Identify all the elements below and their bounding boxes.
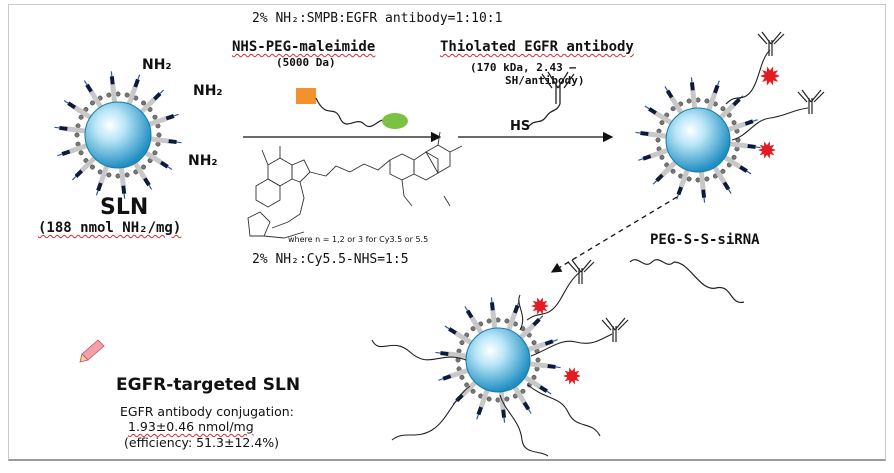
peg-ss-sirna-label: PEG-S-S-siRNA — [650, 232, 760, 248]
peg-molecular-weight: (5000 Da) — [276, 56, 336, 69]
nh2-label-right: NH₂ — [193, 83, 223, 99]
top-ratio-label: 2% NH₂:SMPB:EGFR antibody=1:10:1 — [252, 11, 503, 26]
antibody-detail-line1: (170 kDa, 2.43 – — [470, 61, 576, 74]
nhs-block-icon — [296, 88, 316, 104]
cy55-structure-icon — [247, 131, 463, 239]
conjugation-line1: EGFR antibody conjugation: — [120, 404, 294, 419]
sln-title: SLN — [100, 195, 149, 220]
nh2-label-bottom: NH₂ — [188, 153, 218, 169]
conjugation-line2: 1.93±0.46 nmol/mg — [128, 419, 254, 434]
cy-where-note: where n = 1,2 or 3 for Cy3.5 or 5.5 — [288, 235, 429, 244]
targeted-particle — [371, 259, 629, 457]
nhs-peg-maleimide-label: NHS-PEG-maleimide — [232, 39, 376, 55]
sln-particle — [54, 71, 182, 199]
nh2-label-top: NH₂ — [142, 57, 172, 73]
dashed-arrow — [550, 196, 678, 273]
peg-ss-sirna-icon — [629, 259, 745, 303]
diagram-frame — [8, 4, 886, 461]
functionalized-particle — [635, 31, 825, 203]
maleimide-oval-icon — [382, 113, 408, 129]
pencil-icon — [79, 339, 105, 363]
cy55-ratio-label: 2% NH₂:Cy5.5-NHS=1:5 — [252, 252, 409, 267]
egfr-targeted-sln-title: EGFR-targeted SLN — [116, 375, 301, 395]
thiolated-antibody-icon — [527, 71, 575, 128]
sln-loading: (188 nmol NH₂/mg) — [38, 220, 182, 236]
nhs-peg-maleimide-molecule — [296, 88, 408, 129]
hs-label: HS — [510, 119, 531, 134]
conjugation-line3: (efficiency: 51.3±12.4%) — [124, 435, 280, 450]
thiolated-egfr-antibody-label: Thiolated EGFR antibody — [440, 39, 634, 55]
